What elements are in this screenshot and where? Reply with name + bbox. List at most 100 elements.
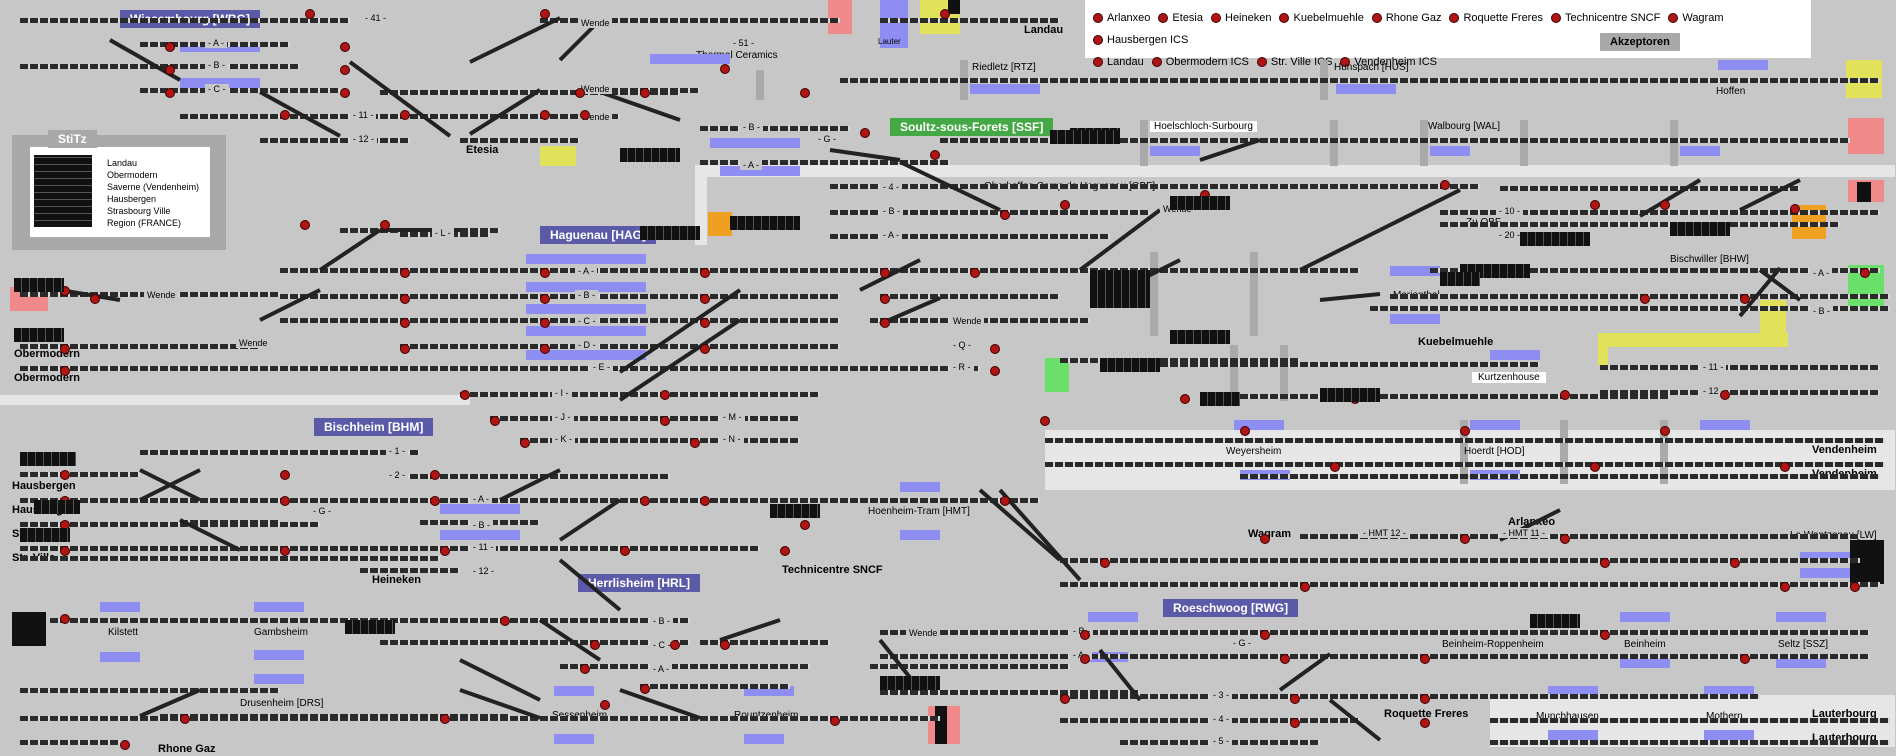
- signal-icon[interactable]: [1330, 462, 1340, 472]
- signal-icon[interactable]: [780, 546, 790, 556]
- signal-icon[interactable]: [340, 42, 350, 52]
- signal-icon[interactable]: [1000, 210, 1010, 220]
- signal-icon[interactable]: [600, 700, 610, 710]
- signal-icon[interactable]: [580, 664, 590, 674]
- signal-icon[interactable]: [1000, 496, 1010, 506]
- signal-icon[interactable]: [300, 220, 310, 230]
- signal-icon[interactable]: [1640, 294, 1650, 304]
- signal-icon[interactable]: [60, 366, 70, 376]
- legend-item[interactable]: Str. Ville ICS: [1256, 53, 1332, 71]
- signal-icon[interactable]: [1290, 694, 1300, 704]
- signal-icon[interactable]: [1860, 268, 1870, 278]
- signal-icon[interactable]: [1780, 582, 1790, 592]
- signal-icon[interactable]: [590, 640, 600, 650]
- signal-icon[interactable]: [830, 716, 840, 726]
- signal-icon[interactable]: [400, 268, 410, 278]
- signal-icon[interactable]: [880, 318, 890, 328]
- signal-icon[interactable]: [1060, 200, 1070, 210]
- signal-icon[interactable]: [340, 65, 350, 75]
- signal-icon[interactable]: [500, 616, 510, 626]
- signal-icon[interactable]: [165, 88, 175, 98]
- signal-icon[interactable]: [1560, 534, 1570, 544]
- signal-icon[interactable]: [280, 110, 290, 120]
- signal-icon[interactable]: [400, 344, 410, 354]
- signal-icon[interactable]: [1660, 426, 1670, 436]
- signal-icon[interactable]: [280, 496, 290, 506]
- signal-icon[interactable]: [720, 64, 730, 74]
- signal-icon[interactable]: [540, 110, 550, 120]
- stitz-route[interactable]: Landau: [107, 158, 138, 168]
- legend-item[interactable]: Etesia: [1158, 9, 1203, 27]
- legend-item[interactable]: Landau: [1093, 53, 1144, 71]
- signal-icon[interactable]: [800, 520, 810, 530]
- signal-icon[interactable]: [280, 546, 290, 556]
- signal-icon[interactable]: [440, 546, 450, 556]
- signal-icon[interactable]: [1460, 426, 1470, 436]
- signal-icon[interactable]: [700, 294, 710, 304]
- stitz-route[interactable]: Saverne (Vendenheim): [107, 182, 200, 192]
- signal-icon[interactable]: [1240, 426, 1250, 436]
- signal-icon[interactable]: [60, 344, 70, 354]
- signal-icon[interactable]: [1040, 416, 1050, 426]
- signal-icon[interactable]: [520, 438, 530, 448]
- signal-icon[interactable]: [1100, 558, 1110, 568]
- signal-icon[interactable]: [280, 470, 290, 480]
- signal-icon[interactable]: [1590, 462, 1600, 472]
- signal-icon[interactable]: [165, 65, 175, 75]
- signal-icon[interactable]: [60, 470, 70, 480]
- signal-icon[interactable]: [1780, 462, 1790, 472]
- signal-icon[interactable]: [1060, 694, 1070, 704]
- akzeptoren-button[interactable]: Akzeptoren: [1600, 33, 1680, 51]
- signal-icon[interactable]: [165, 42, 175, 52]
- stitz-route[interactable]: Strasbourg Ville: [107, 206, 171, 216]
- signal-icon[interactable]: [340, 88, 350, 98]
- signal-icon[interactable]: [430, 496, 440, 506]
- signal-icon[interactable]: [440, 714, 450, 724]
- signal-icon[interactable]: [940, 9, 950, 19]
- signal-icon[interactable]: [930, 150, 940, 160]
- legend-item[interactable]: Wagram: [1668, 9, 1724, 27]
- legend-item[interactable]: Rhone Gaz: [1371, 9, 1441, 27]
- signal-icon[interactable]: [1440, 180, 1450, 190]
- signal-icon[interactable]: [620, 546, 630, 556]
- signal-icon[interactable]: [90, 294, 100, 304]
- legend-item[interactable]: Hausbergen ICS: [1093, 31, 1188, 49]
- signal-icon[interactable]: [1420, 694, 1430, 704]
- legend-item[interactable]: Obermodern ICS: [1151, 53, 1249, 71]
- signal-icon[interactable]: [575, 88, 585, 98]
- signal-icon[interactable]: [1660, 200, 1670, 210]
- signal-icon[interactable]: [1720, 390, 1730, 400]
- signal-icon[interactable]: [1180, 394, 1190, 404]
- signal-icon[interactable]: [490, 416, 500, 426]
- signal-icon[interactable]: [1460, 534, 1470, 544]
- signal-icon[interactable]: [970, 268, 980, 278]
- signal-icon[interactable]: [1260, 630, 1270, 640]
- signal-icon[interactable]: [1600, 630, 1610, 640]
- signal-icon[interactable]: [1740, 294, 1750, 304]
- signal-icon[interactable]: [400, 318, 410, 328]
- signal-icon[interactable]: [1080, 654, 1090, 664]
- signal-icon[interactable]: [640, 684, 650, 694]
- signal-icon[interactable]: [1420, 654, 1430, 664]
- signal-icon[interactable]: [540, 294, 550, 304]
- signal-icon[interactable]: [640, 88, 650, 98]
- signal-icon[interactable]: [1420, 718, 1430, 728]
- legend-item[interactable]: Vendenheim ICS: [1340, 53, 1437, 71]
- legend-item[interactable]: Heineken: [1211, 9, 1271, 27]
- signal-icon[interactable]: [700, 344, 710, 354]
- signal-icon[interactable]: [700, 268, 710, 278]
- signal-icon[interactable]: [700, 318, 710, 328]
- signal-icon[interactable]: [990, 344, 1000, 354]
- signal-icon[interactable]: [580, 110, 590, 120]
- signal-icon[interactable]: [640, 496, 650, 506]
- signal-icon[interactable]: [1730, 558, 1740, 568]
- signal-icon[interactable]: [660, 416, 670, 426]
- signal-icon[interactable]: [540, 268, 550, 278]
- signal-icon[interactable]: [1560, 390, 1570, 400]
- signal-icon[interactable]: [180, 714, 190, 724]
- signal-icon[interactable]: [1600, 558, 1610, 568]
- signal-icon[interactable]: [400, 110, 410, 120]
- signal-icon[interactable]: [1740, 654, 1750, 664]
- legend-item[interactable]: Roquette Freres: [1449, 9, 1543, 27]
- legend-item[interactable]: Kuebelmuehle: [1279, 9, 1364, 27]
